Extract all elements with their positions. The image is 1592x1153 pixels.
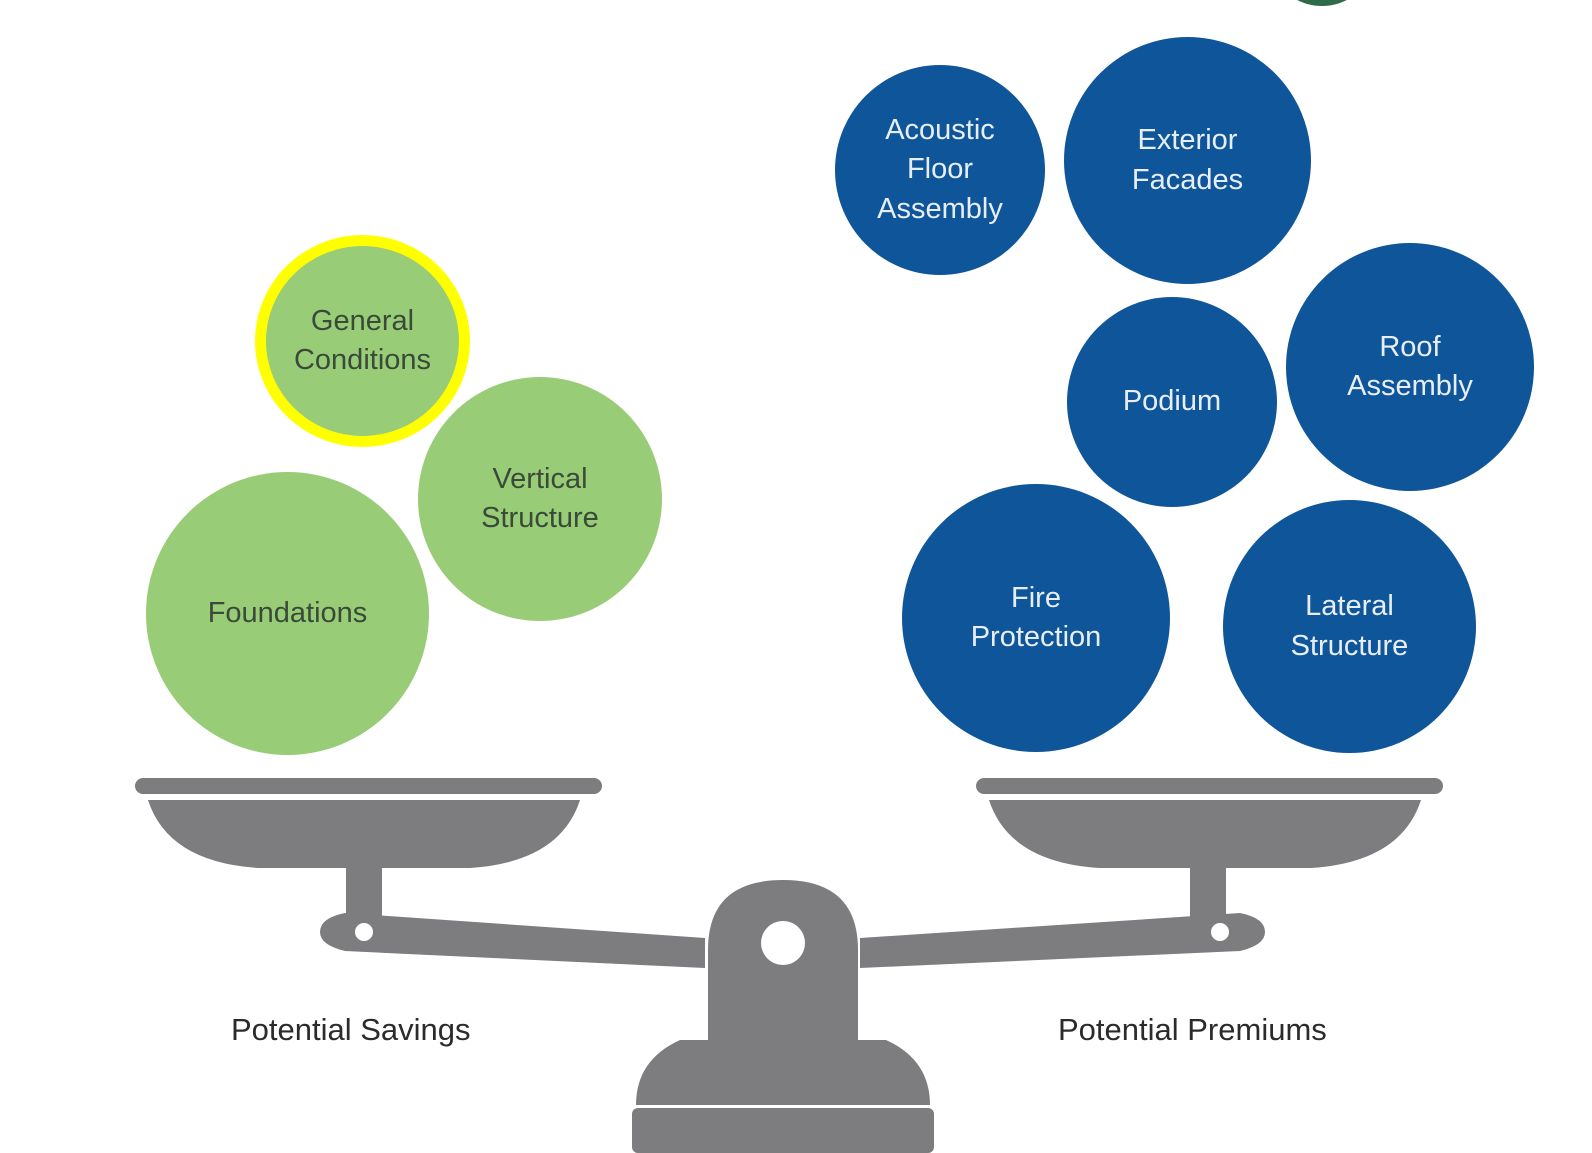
left-pan-rim bbox=[135, 778, 602, 794]
left-pivot-hole bbox=[355, 923, 373, 941]
bubble-fire-protection[interactable]: Fire Protection bbox=[902, 484, 1170, 752]
bubble-exterior-facades[interactable]: Exterior Facades bbox=[1064, 37, 1311, 284]
center-pivot-hole bbox=[761, 921, 805, 965]
right-pan-rim bbox=[976, 778, 1443, 794]
caption-potential-premiums: Potential Premiums bbox=[1058, 1012, 1327, 1047]
bubble-general-conditions[interactable]: General Conditions bbox=[255, 235, 470, 447]
caption-potential-savings: Potential Savings bbox=[231, 1012, 471, 1047]
scale-beam bbox=[320, 913, 705, 968]
bubble-foundations[interactable]: Foundations bbox=[146, 472, 429, 755]
scale-beam-right bbox=[860, 913, 1265, 968]
bubble-acoustic-floor-assembly[interactable]: Acoustic Floor Assembly bbox=[835, 65, 1045, 275]
left-pan-bowl bbox=[148, 800, 580, 868]
bubble-lateral-structure[interactable]: Lateral Structure bbox=[1223, 500, 1476, 753]
right-pivot-hole bbox=[1211, 923, 1229, 941]
bubble-podium[interactable]: Podium bbox=[1067, 297, 1277, 507]
bubble-roof-assembly[interactable]: Roof Assembly bbox=[1286, 243, 1534, 491]
right-pan-bowl bbox=[989, 800, 1421, 868]
bubble-vertical-structure[interactable]: Vertical Structure bbox=[418, 377, 662, 621]
scale-base-top bbox=[636, 1040, 930, 1105]
scale-base bbox=[632, 1108, 934, 1153]
